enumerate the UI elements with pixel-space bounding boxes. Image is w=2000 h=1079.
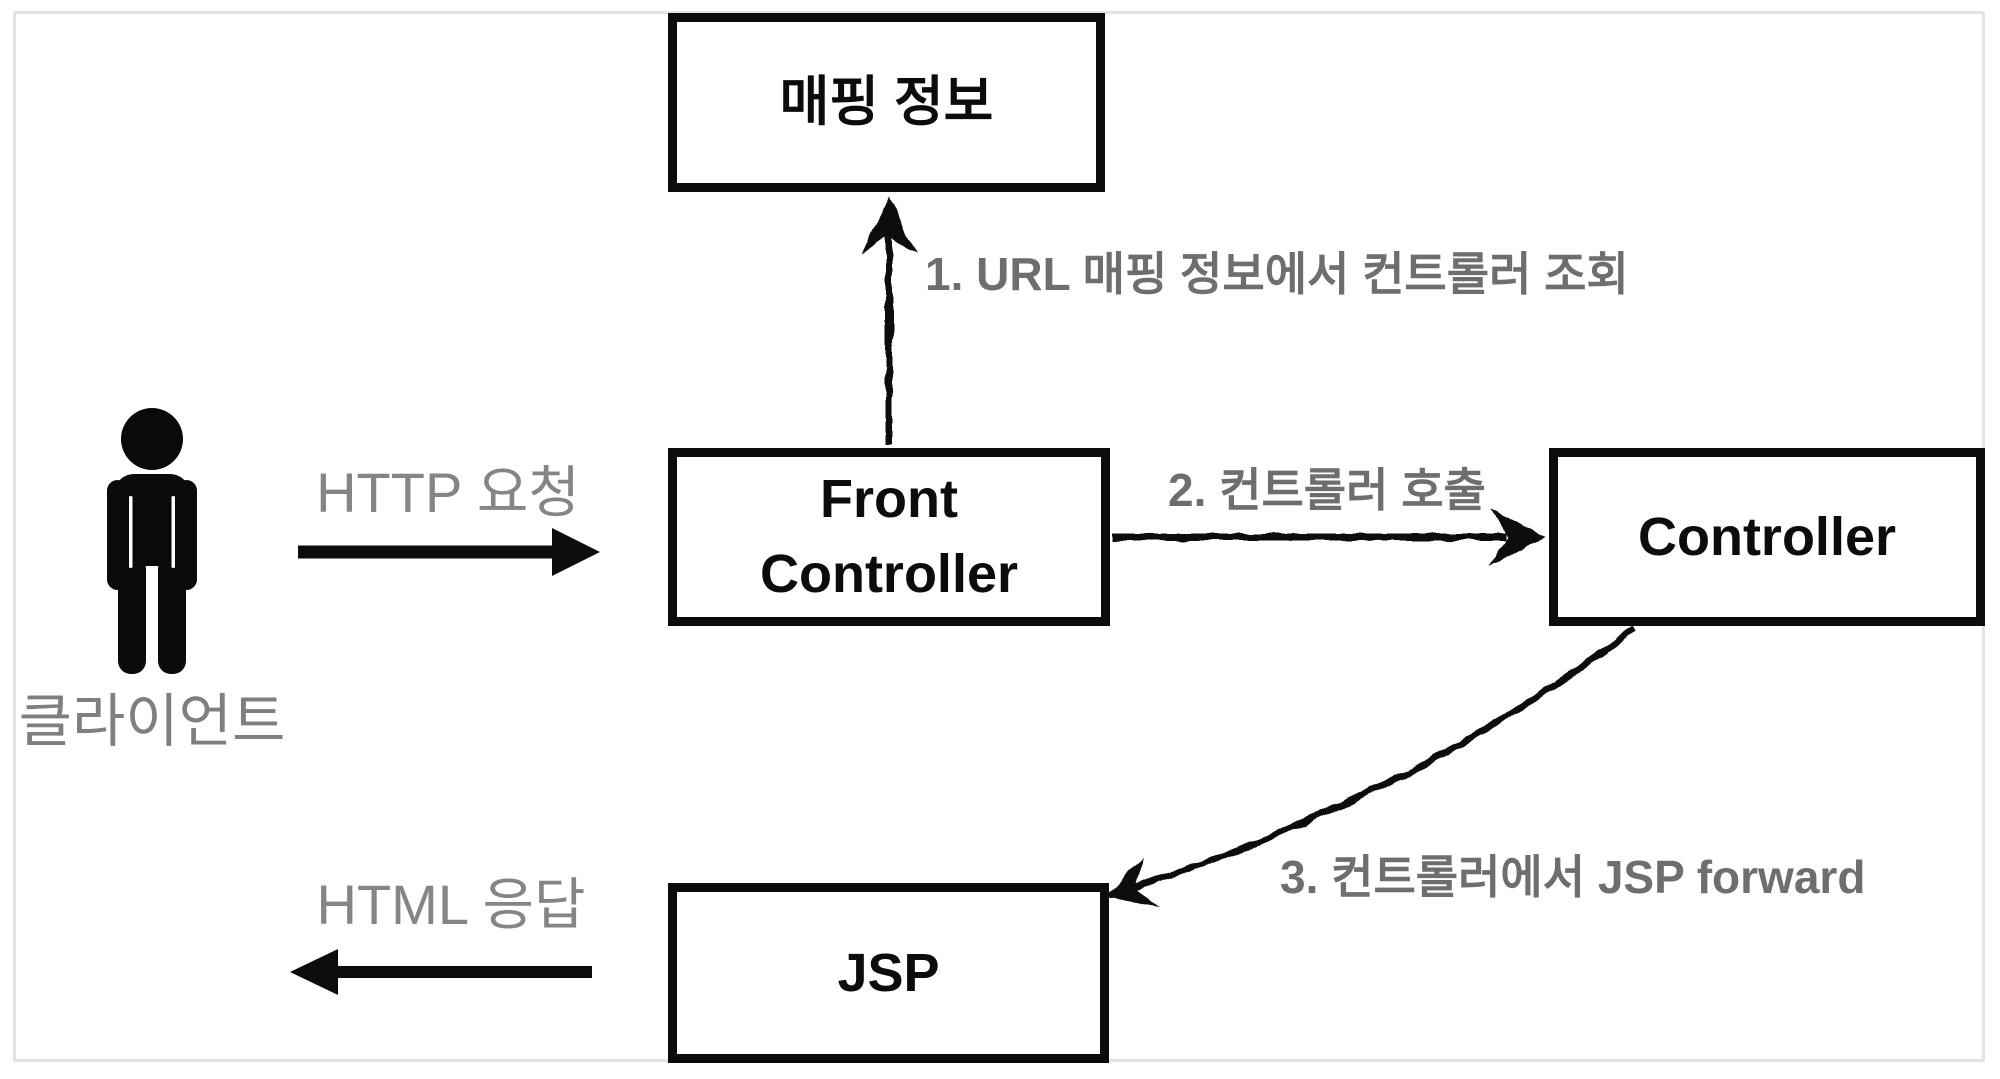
box-jsp-label: JSP — [837, 942, 940, 1003]
html-response-label: HTML 응답 — [316, 873, 586, 936]
box-front-controller-label: Front Controller — [759, 469, 1018, 604]
http-request-label: HTTP 요청 — [316, 461, 580, 524]
step1-label: 1. URL 매핑 정보에서 컨트롤러 조회 — [925, 248, 1629, 300]
box-mapping-info: 매핑 정보 — [668, 13, 1105, 192]
box-jsp: JSP — [668, 883, 1109, 1063]
client-label: 클라이언트 — [18, 689, 286, 754]
step2-label: 2. 컨트롤러 호출 — [1168, 464, 1486, 516]
step3-label: 3. 컨트롤러에서 JSP forward — [1280, 851, 1866, 903]
box-mapping-info-label: 매핑 정보 — [779, 72, 994, 133]
box-controller-label: Controller — [1637, 506, 1896, 567]
box-front-controller: Front Controller — [668, 448, 1110, 626]
person-icon — [107, 408, 197, 674]
box-controller: Controller — [1549, 448, 1985, 626]
